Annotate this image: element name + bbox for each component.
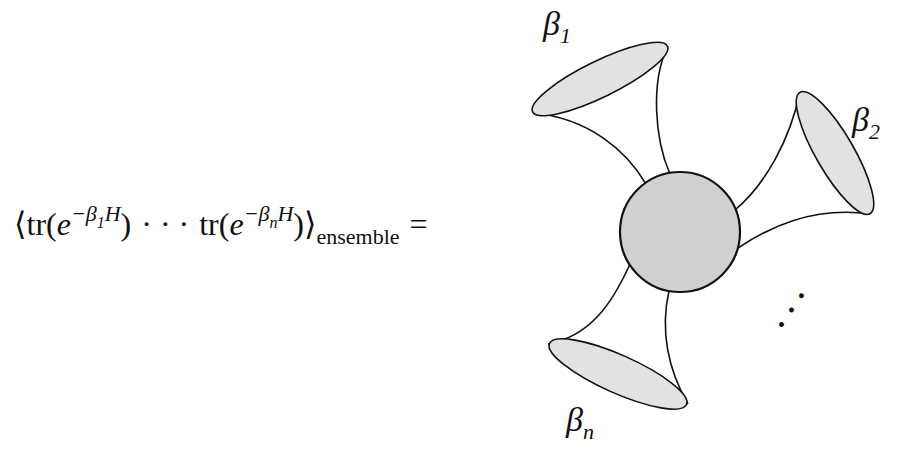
boundary-label: β — [566, 401, 583, 438]
tube-edge — [738, 212, 870, 248]
formula-text: ⟨tr( — [14, 206, 57, 242]
formula-exponent: H — [105, 201, 121, 226]
boundary-label-group: βn — [566, 400, 594, 445]
boundary-label-group: β2 — [852, 100, 880, 145]
ellipsis-group: · · · — [764, 281, 819, 339]
formula-text: )⟩ — [293, 206, 316, 242]
boundary-ellipse — [542, 326, 694, 422]
formula-text: tr( — [199, 206, 229, 242]
ellipsis-dots: · · · — [765, 282, 818, 338]
tube-edge — [533, 113, 646, 184]
boundary-label-group: β1 — [543, 4, 571, 49]
formula-exponent: −β — [244, 201, 270, 226]
formula-exponent: H — [277, 201, 293, 226]
equals-sign: = — [410, 206, 428, 242]
bulk-circle — [620, 172, 740, 292]
boundary-index: 2 — [869, 119, 880, 144]
formula-index: 1 — [97, 214, 105, 231]
boundary-ellipse — [525, 30, 676, 128]
formula-ellipsis: · · · — [141, 206, 189, 242]
formula-index: n — [269, 214, 277, 231]
tube-edge — [656, 46, 670, 174]
formula-exponent: −β — [71, 201, 97, 226]
formula-subscript: ensemble — [316, 224, 399, 249]
formula-symbol: e — [229, 206, 243, 242]
boundary-label: β — [852, 101, 869, 138]
boundary-index: n — [583, 419, 594, 444]
tube-edge — [735, 92, 800, 210]
boundary-index: 1 — [560, 23, 571, 48]
boundary-label: β — [543, 5, 560, 42]
formula-text: ) — [121, 206, 132, 242]
formula-symbol: e — [57, 206, 71, 242]
ensemble-formula: ⟨tr(e−β1H)· · ·tr(e−βnH)⟩ensemble= — [14, 201, 438, 250]
boundary-ellipse — [784, 83, 887, 223]
tube-edge — [548, 264, 630, 344]
